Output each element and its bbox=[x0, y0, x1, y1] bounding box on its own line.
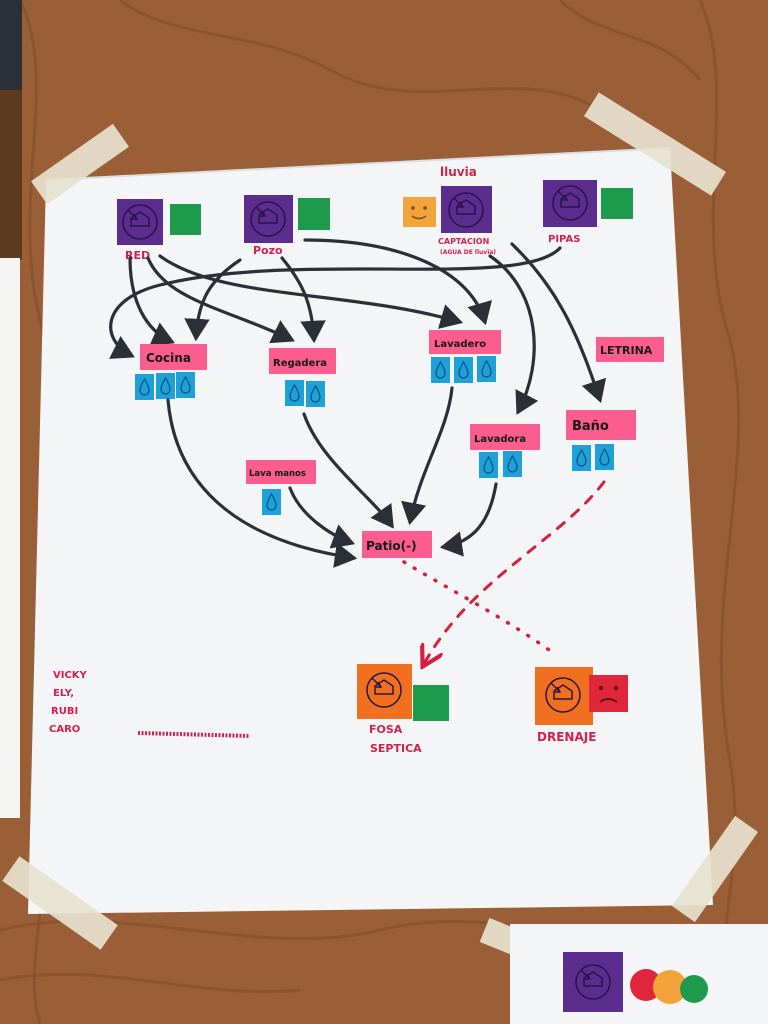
label-fosa: FOSA bbox=[369, 723, 403, 736]
label-cocina: Cocina bbox=[146, 351, 191, 365]
source-pozo: Pozo bbox=[244, 195, 330, 257]
water-drop-icon bbox=[571, 444, 592, 472]
water-drop-icon bbox=[261, 488, 282, 516]
use-cocina: Cocina bbox=[134, 344, 207, 401]
label-captacion: CAPTACION bbox=[438, 237, 489, 246]
green-face-icon bbox=[601, 188, 633, 219]
name-4: CARO bbox=[49, 724, 80, 735]
dest-drenaje: DRENAJE bbox=[535, 667, 628, 744]
label-lavadero: Lavadero bbox=[434, 339, 486, 350]
red-face-icon bbox=[589, 675, 628, 712]
name-2: ELY, bbox=[53, 688, 74, 699]
window-edge bbox=[0, 0, 22, 818]
scribble bbox=[137, 731, 251, 738]
label-drenaje: DRENAJE bbox=[537, 730, 596, 744]
source-pipas: PIPAS bbox=[543, 180, 633, 245]
green-face-icon bbox=[170, 204, 201, 235]
team-names: VICKY ELY, RUBI CARO bbox=[49, 670, 251, 738]
water-drop-icon bbox=[478, 451, 499, 479]
use-patio: Patio(-) bbox=[362, 531, 432, 558]
water-drop-icon bbox=[134, 373, 155, 401]
label-lluvia: lluvia bbox=[440, 165, 477, 179]
use-lavadero: Lavadero bbox=[429, 330, 501, 384]
supply-arrows bbox=[109, 238, 607, 415]
label-lavamanos: Lava manos bbox=[249, 469, 306, 479]
wastewater-paths bbox=[402, 480, 606, 664]
name-1: VICKY bbox=[53, 670, 88, 681]
use-lavadora: Lavadora bbox=[470, 424, 540, 479]
label-pozo: Pozo bbox=[253, 244, 283, 257]
orange-face-icon bbox=[403, 197, 436, 227]
second-poster bbox=[510, 924, 768, 1024]
label-captacion-sub: (AGUA DE lluvia) bbox=[440, 249, 496, 256]
water-drop-icon bbox=[305, 380, 326, 408]
water-drop-icon bbox=[502, 450, 523, 478]
water-drop-icon bbox=[594, 443, 615, 471]
label-regadera: Regadera bbox=[273, 358, 327, 369]
label-septica: SEPTICA bbox=[370, 742, 422, 755]
label-lavadora: Lavadora bbox=[474, 434, 526, 445]
water-drop-icon bbox=[476, 355, 497, 383]
dest-fosa: FOSA SEPTICA bbox=[357, 664, 449, 755]
use-bano: Baño bbox=[566, 410, 636, 472]
green-face-icon bbox=[413, 685, 449, 721]
use-lavamanos: Lava manos bbox=[246, 460, 316, 516]
water-drop-icon bbox=[155, 372, 176, 400]
green-face-icon bbox=[298, 198, 330, 230]
label-letrina: LETRINA bbox=[600, 344, 653, 357]
label-pipas: PIPAS bbox=[548, 234, 580, 245]
use-regadera: Regadera bbox=[269, 348, 336, 408]
source-captacion: lluvia CAPTACION (AGUA DE lluvia) bbox=[403, 165, 496, 256]
water-drop-icon bbox=[430, 356, 451, 384]
water-drop-icon bbox=[175, 371, 196, 399]
greywater-arrows bbox=[166, 386, 498, 568]
label-patio: Patio(-) bbox=[366, 539, 417, 553]
water-drop-icon bbox=[453, 356, 474, 384]
label-bano: Baño bbox=[572, 419, 609, 434]
name-3: RUBI bbox=[51, 706, 78, 717]
water-drop-icon bbox=[284, 379, 305, 407]
use-letrina: LETRINA bbox=[596, 337, 664, 362]
